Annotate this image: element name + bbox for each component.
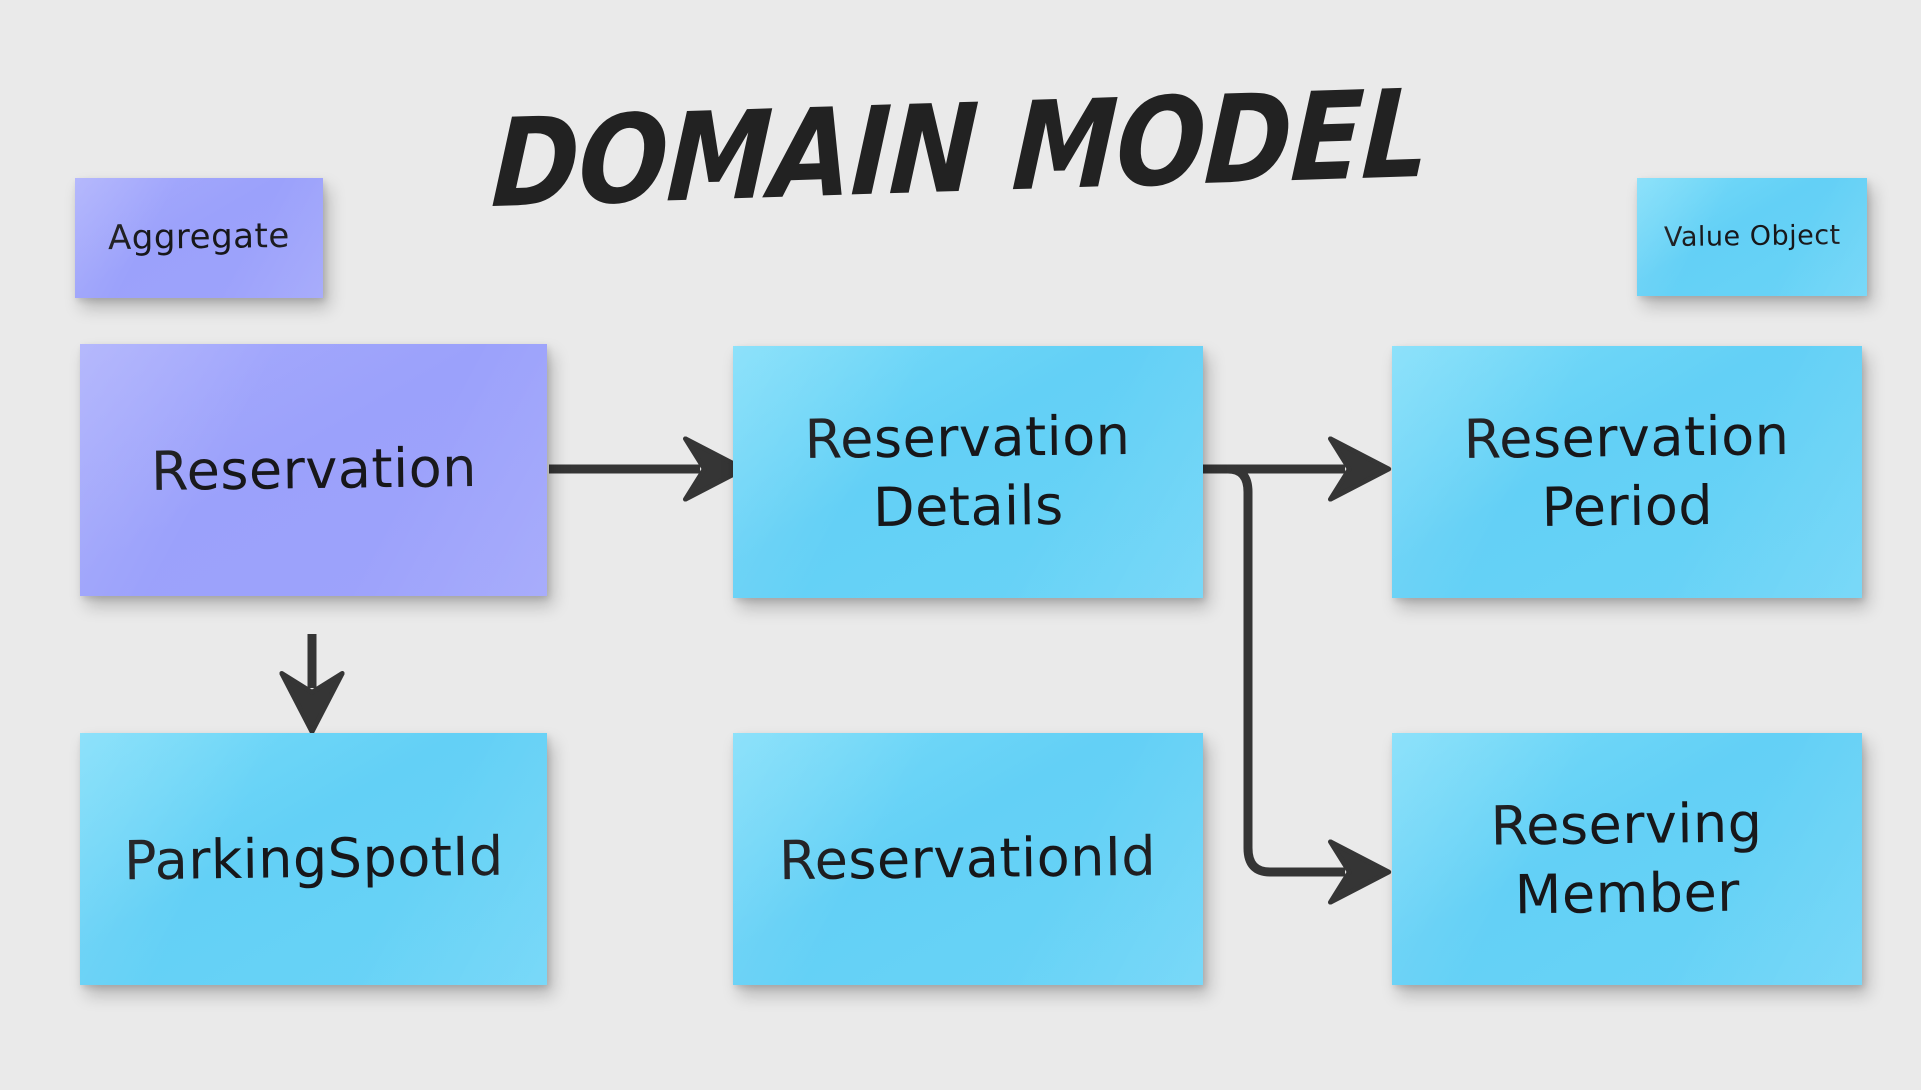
note-reservation-id[interactable]: ReservationId bbox=[733, 733, 1203, 985]
note-reservation-period[interactable]: Reservation Period bbox=[1392, 346, 1862, 598]
note-reserving-member[interactable]: Reserving Member bbox=[1392, 733, 1862, 985]
legend-chip-value-object: Value Object bbox=[1637, 178, 1867, 296]
note-label-reservation-details: Reservation Details bbox=[804, 403, 1131, 540]
note-label-reservation-id: ReservationId bbox=[779, 825, 1157, 893]
note-label-reservation: Reservation bbox=[150, 436, 477, 504]
note-reservation[interactable]: Reservation bbox=[80, 344, 547, 596]
arrow-reservation-details-to-reserving-member bbox=[1200, 464, 1345, 872]
note-reservation-details[interactable]: Reservation Details bbox=[733, 346, 1203, 598]
page-title: DOMAIN MODEL bbox=[488, 62, 1433, 236]
note-label-reservation-period: Reservation Period bbox=[1463, 403, 1790, 540]
note-label-parking-spot-id: ParkingSpotId bbox=[123, 825, 504, 893]
note-label-reserving-member: Reserving Member bbox=[1490, 791, 1763, 927]
legend-chip-aggregate: Aggregate bbox=[75, 178, 323, 298]
note-parking-spot-id[interactable]: ParkingSpotId bbox=[80, 733, 547, 985]
legend-label-aggregate: Aggregate bbox=[107, 216, 291, 259]
legend-label-value-object: Value Object bbox=[1663, 219, 1841, 253]
